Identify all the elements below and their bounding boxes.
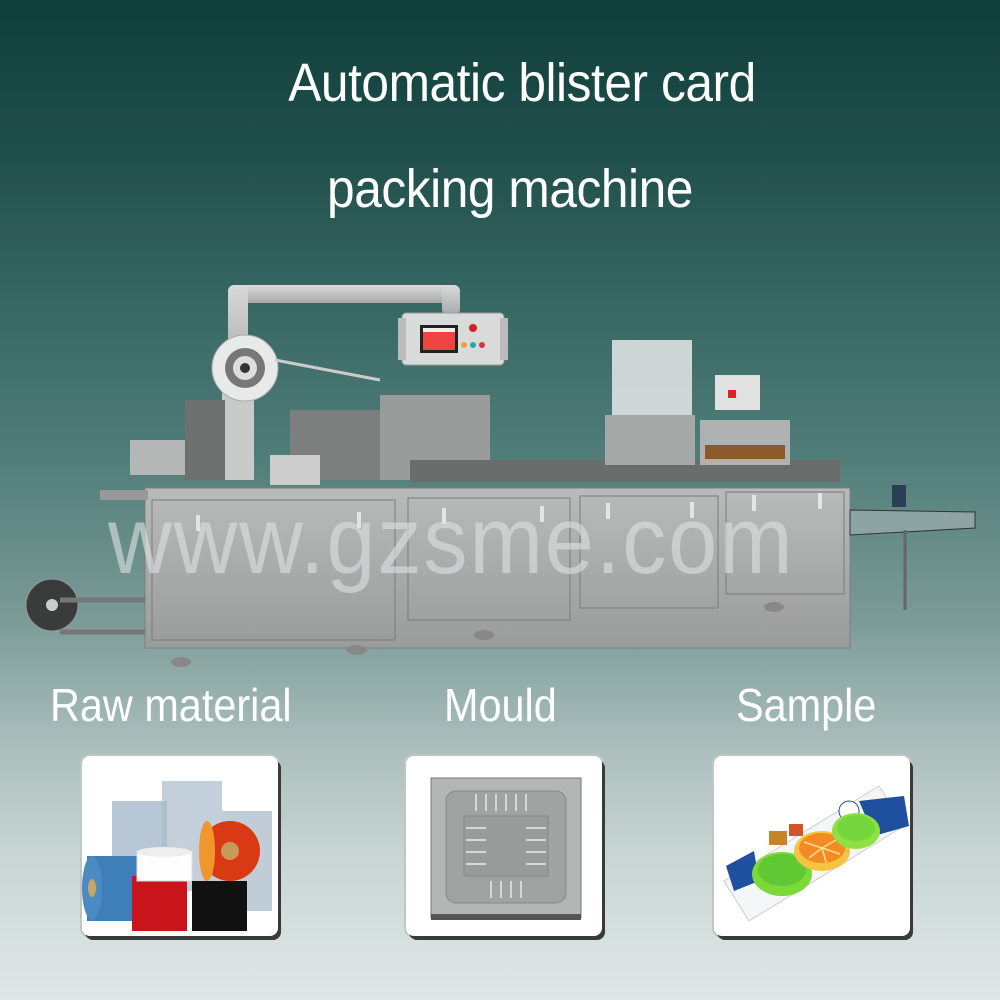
raw-material-image	[82, 756, 278, 936]
section-label-mould: Mould	[444, 679, 557, 731]
section-label-raw-material: Raw material	[50, 679, 292, 731]
headline-line-1: Automatic blister card	[288, 53, 756, 113]
film-reel	[211, 334, 381, 402]
output-conveyor	[849, 485, 976, 610]
blister-card-sample-icon	[723, 785, 909, 922]
watermark-url: www.gzsme.com	[108, 487, 795, 594]
film-rolls-icon	[82, 781, 272, 931]
mould-tray-icon	[430, 777, 582, 920]
cabinet	[144, 487, 851, 667]
sample-image	[714, 756, 910, 936]
packing-machine-illustration	[25, 285, 976, 667]
headline-line-2: packing machine	[327, 159, 693, 219]
film-unwinder	[25, 490, 148, 635]
mould-image	[406, 756, 602, 936]
section-label-sample: Sample	[736, 679, 877, 731]
upper-mechanism	[130, 340, 840, 485]
control-panel	[398, 312, 508, 366]
